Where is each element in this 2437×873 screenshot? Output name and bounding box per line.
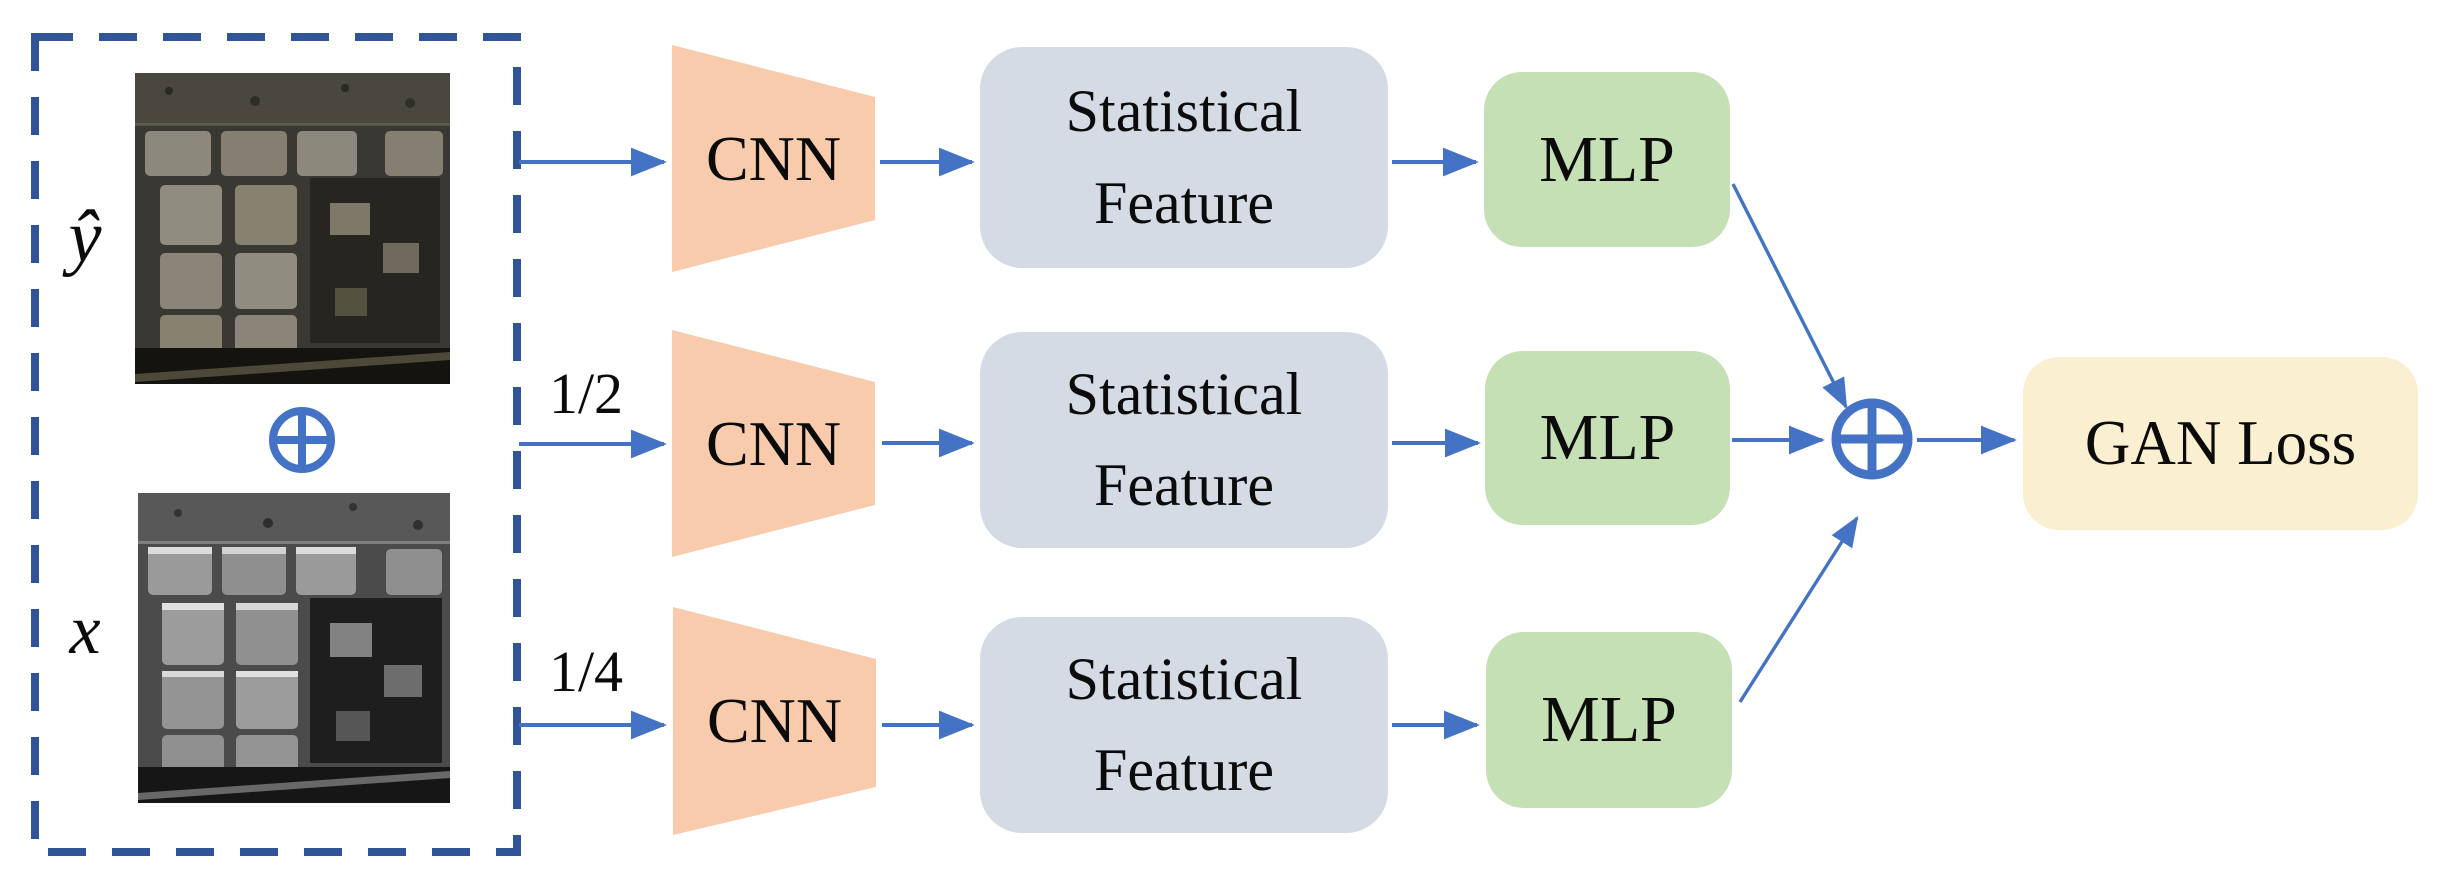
oplus-merge-icon (1831, 398, 1913, 480)
stat-feature-line1: Statistical (1065, 360, 1303, 427)
arrow-mlp1-to-merge (1731, 183, 1848, 410)
stat-feature-node-row3: Statistical Feature (980, 617, 1388, 833)
aerial-photo-reference (138, 493, 450, 803)
mlp-node-row1: MLP (1484, 72, 1730, 247)
scale-label-half: 1/2 (548, 360, 624, 426)
stat-feature-node-row1: Statistical Feature (980, 47, 1388, 268)
stat-feature-line1: Statistical (1065, 645, 1303, 712)
aerial-photo-generated (135, 73, 450, 384)
input-group-dashed-border (31, 33, 521, 856)
input-image-y-hat (135, 73, 450, 384)
input-image-x (138, 493, 450, 803)
label-y-hat: ŷ (68, 195, 102, 278)
stat-feature-node-row2: Statistical Feature (980, 332, 1388, 548)
arrow-mlp3-to-merge (1738, 515, 1859, 703)
stat-feature-line2: Feature (1094, 169, 1274, 236)
mlp-node-row3: MLP (1486, 632, 1732, 808)
cnn-node-row2: CNN (705, 407, 842, 479)
cnn-node-row3: CNN (706, 685, 843, 756)
stat-feature-line2: Feature (1094, 737, 1274, 803)
cnn-node-row1: CNN (705, 122, 842, 194)
cnn-trapezoid-row2 (672, 330, 875, 557)
scale-label-quarter: 1/4 (548, 638, 624, 704)
mlp-node-row2: MLP (1485, 351, 1730, 525)
stat-feature-line1: Statistical (1065, 78, 1303, 145)
label-x: x (69, 592, 101, 669)
gan-loss-node: GAN Loss (2023, 357, 2418, 530)
cnn-trapezoid-row3 (673, 607, 876, 835)
oplus-combine-icon (269, 407, 335, 473)
cnn-trapezoid-row1 (672, 45, 875, 272)
stat-feature-line2: Feature (1094, 452, 1274, 518)
